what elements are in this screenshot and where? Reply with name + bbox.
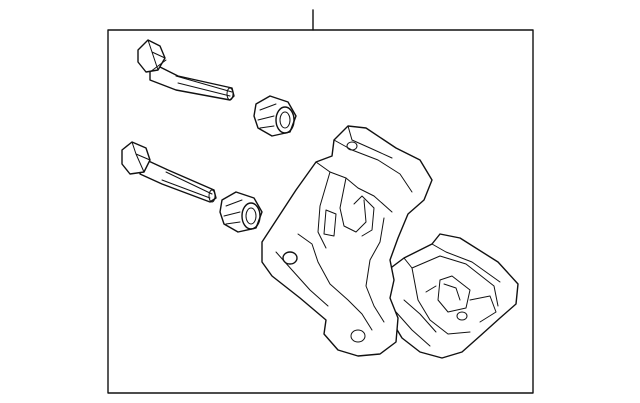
caliper-body[interactable]: [379, 233, 519, 359]
guide-pin-lower[interactable]: [121, 141, 217, 203]
diagram-frame: [107, 29, 534, 394]
guide-pin-upper[interactable]: [137, 39, 235, 101]
pin-boot-upper[interactable]: [253, 95, 297, 137]
pin-boot-lower[interactable]: [219, 191, 263, 233]
caliper-bracket[interactable]: [261, 125, 433, 357]
